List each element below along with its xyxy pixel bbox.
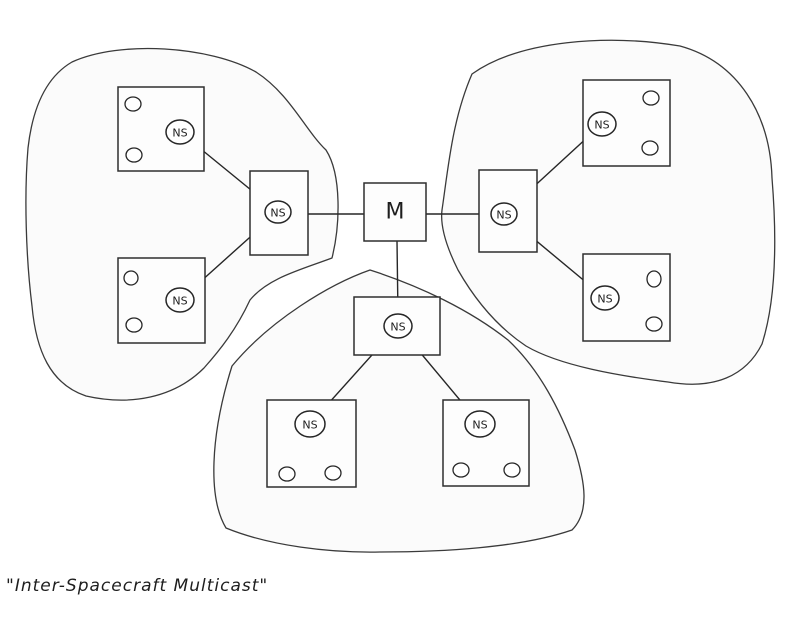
leaf-node [452,462,470,478]
ns-label: NS [172,295,187,308]
leaf-node [645,316,663,332]
ns-node-right-top: NS [587,111,617,137]
leaf-node [641,140,659,156]
ns-label: NS [472,419,487,432]
ns-label: NS [302,419,317,432]
leaf-node [125,317,143,333]
ns-label: NS [390,321,405,334]
leaf-node [278,466,296,482]
leaf-node [503,462,521,478]
ns-label: NS [270,207,285,220]
ns-node-right-router: NS [490,202,518,226]
ns-node-left-router: NS [264,200,292,224]
ns-label: NS [172,127,187,140]
ns-node-bottom-right: NS [464,410,496,438]
leaf-node [124,96,142,112]
ns-node-right-bottom: NS [590,285,620,311]
ns-nodes: NS NS NS NS NS NS NS NS [165,111,620,438]
ns-label: NS [496,209,511,222]
hub-box [363,182,427,242]
ns-node-left-top: NS [165,119,195,145]
leaf-node [123,270,139,286]
ns-node-bottom-left: NS [294,410,326,438]
diagram-caption: "Inter-Spacecraft Multicast" [6,576,268,596]
leaf-node [125,147,143,163]
ns-node-left-bottom: NS [165,287,195,313]
hub-label: M [386,200,405,225]
leaf-nodes [123,90,663,482]
cluster-region-right [440,39,776,385]
cluster-region-left [25,47,339,401]
ns-label: NS [597,293,612,306]
leaf-node [324,465,342,481]
ns-node-bottom-router: NS [383,313,413,339]
leaf-node [646,270,662,288]
leaf-node [642,90,660,106]
ns-label: NS [594,119,609,132]
